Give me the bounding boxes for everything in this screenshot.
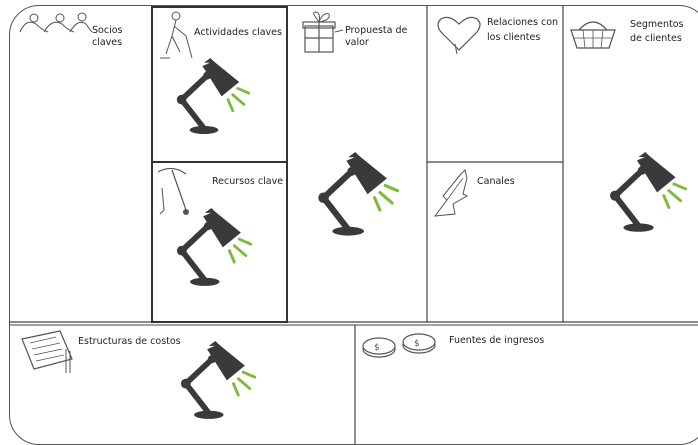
- basket-icon: [570, 21, 616, 49]
- block-propuesta-de-valor[interactable]: Propuesta de valor: [287, 6, 427, 322]
- heart-icon: [437, 16, 481, 55]
- block-relaciones-clientes[interactable]: Relaciones con los clientes: [427, 6, 563, 162]
- arrow-icon: [433, 169, 469, 217]
- pickaxe-icon: [157, 167, 189, 215]
- recursos-highlight-box: [151, 161, 288, 323]
- segmentos-title-line1: Segmentos: [630, 19, 684, 30]
- svg-text:$: $: [414, 339, 420, 349]
- block-recursos-clave[interactable]: Recursos clave: [152, 162, 287, 322]
- actividades-claves-title: Actividades claves: [194, 27, 282, 38]
- propuesta-de-valor-title: Propuesta de valor: [345, 25, 408, 48]
- desk-lamp-icon: [172, 58, 252, 138]
- relaciones-title-line2: los clientes: [487, 32, 541, 43]
- fuentes-ingresos-title: Fuentes de ingresos: [449, 335, 545, 346]
- block-socios-claves[interactable]: Socios claves: [10, 6, 152, 322]
- people-icon: [19, 12, 93, 33]
- relaciones-title-line1: Relaciones con: [487, 17, 559, 28]
- block-actividades-claves[interactable]: Actividades claves: [152, 6, 287, 162]
- canales-title: Canales: [477, 176, 515, 187]
- estructuras-costos-title: Estructuras de costos: [78, 336, 181, 347]
- desk-lamp-icon: [313, 152, 401, 240]
- block-segmentos-clientes[interactable]: Segmentos de clientes: [563, 6, 698, 322]
- block-fuentes-ingresos[interactable]: $ $ Fuentes de ingresos: [355, 325, 698, 443]
- block-estructuras-costos[interactable]: Estructuras de costos: [10, 325, 355, 443]
- gift-icon: [302, 11, 344, 53]
- desk-lamp-icon: [176, 341, 258, 423]
- socios-claves-title: Socios claves: [92, 25, 123, 48]
- desk-lamp-icon: [172, 208, 254, 290]
- coins-icon: $ $: [362, 333, 436, 358]
- segmentos-title-line2: de clientes: [630, 33, 682, 44]
- recursos-clave-title: Recursos clave: [212, 176, 284, 187]
- desk-lamp-icon: [605, 152, 689, 236]
- block-canales[interactable]: Canales: [427, 162, 563, 322]
- worker-icon: [160, 11, 193, 59]
- receipt-icon: [21, 330, 73, 373]
- svg-text:$: $: [374, 343, 380, 353]
